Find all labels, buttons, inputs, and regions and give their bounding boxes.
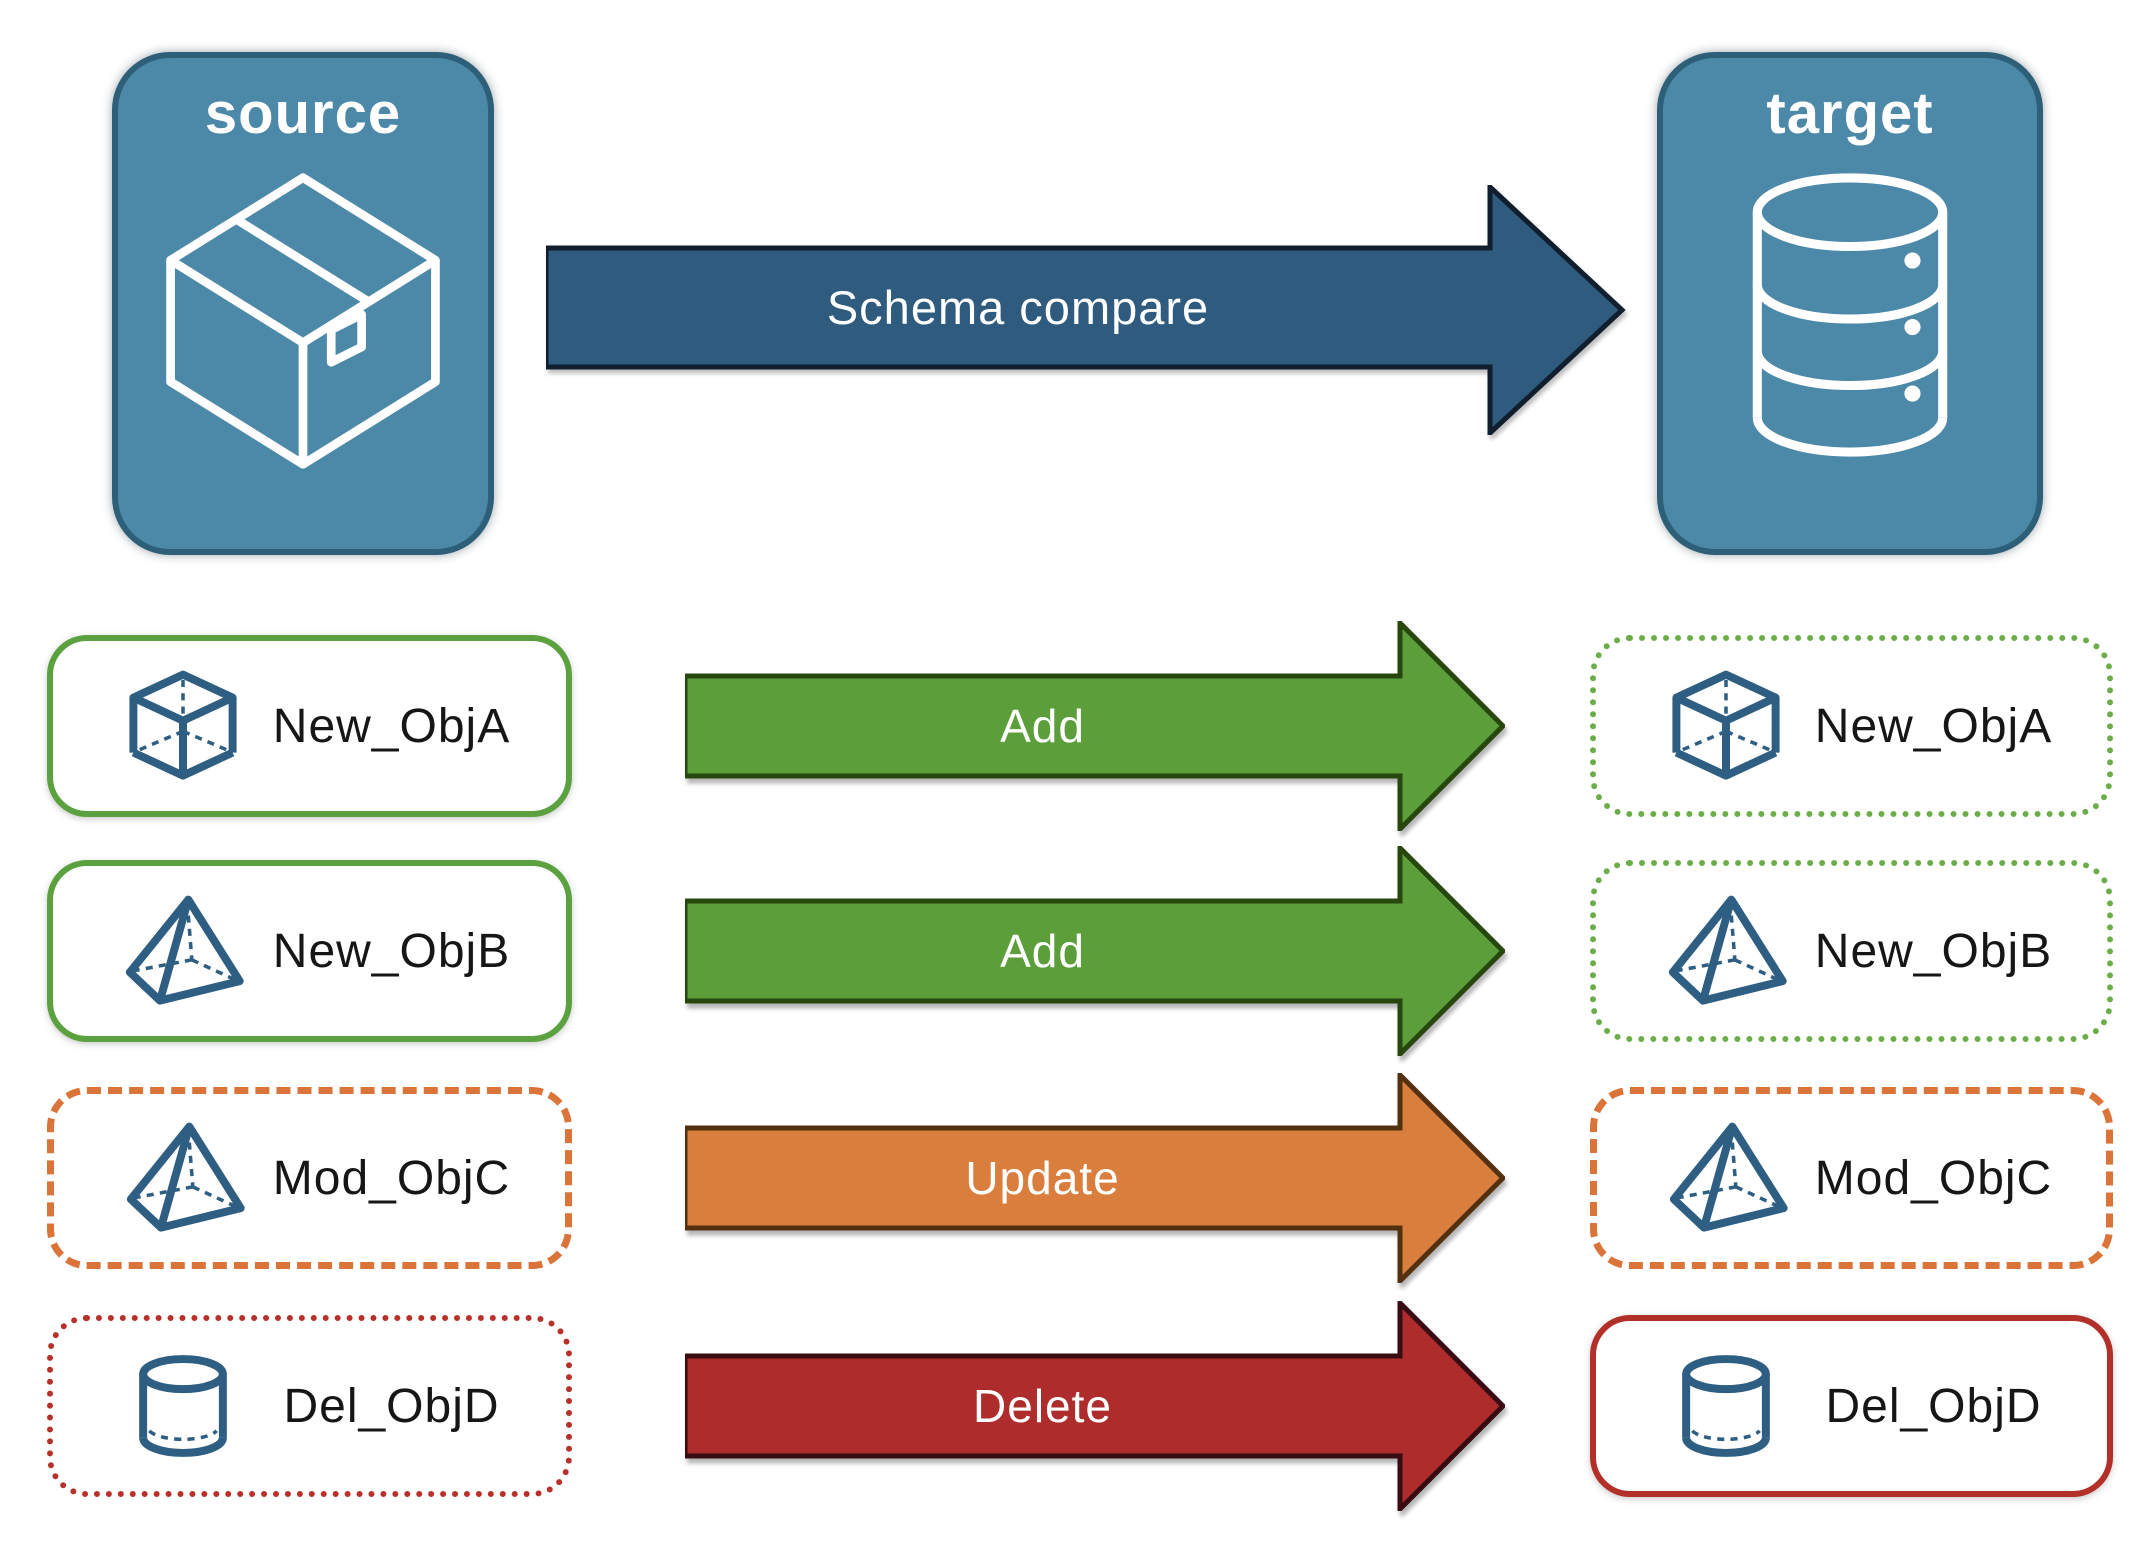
object-label: New_ObjA bbox=[272, 699, 511, 753]
source-object-new-objb: New_ObjB bbox=[47, 860, 572, 1042]
cylinder-icon bbox=[1664, 1344, 1788, 1468]
database-icon bbox=[1719, 156, 1981, 474]
target-title: target bbox=[1766, 81, 1934, 146]
object-label: Mod_ObjC bbox=[272, 1151, 511, 1205]
update-arrow-label: Update bbox=[965, 1152, 1120, 1204]
delete-arrow-label: Delete bbox=[973, 1380, 1112, 1432]
add-arrow-label: Add bbox=[1000, 925, 1085, 977]
source-node: source bbox=[112, 52, 494, 555]
pyramid-icon bbox=[1664, 889, 1788, 1013]
object-label: New_ObjB bbox=[1814, 924, 2053, 978]
object-label: Del_ObjD bbox=[1825, 1379, 2042, 1433]
schema-compare-label: Schema compare bbox=[826, 281, 1210, 334]
pyramid-icon bbox=[121, 889, 245, 1013]
delete-arrow-objd: Delete bbox=[685, 1301, 1505, 1511]
cube-icon bbox=[1664, 664, 1788, 788]
target-object-new-obja: New_ObjA bbox=[1590, 635, 2113, 817]
source-object-new-obja: New_ObjA bbox=[47, 635, 572, 817]
package-icon bbox=[148, 156, 458, 486]
pyramid-icon bbox=[1665, 1116, 1789, 1240]
target-object-del-objd: Del_ObjD bbox=[1590, 1315, 2113, 1497]
pyramid-icon bbox=[122, 1116, 246, 1240]
add-arrow-obja: Add bbox=[685, 621, 1505, 831]
object-label: New_ObjA bbox=[1814, 699, 2053, 753]
object-label: New_ObjB bbox=[272, 924, 511, 978]
target-object-new-objb: New_ObjB bbox=[1590, 860, 2113, 1042]
schema-compare-arrow: Schema compare bbox=[546, 185, 1626, 435]
source-object-del-objd: Del_ObjD bbox=[47, 1315, 572, 1497]
source-object-mod-objc: Mod_ObjC bbox=[47, 1087, 572, 1269]
update-arrow-objc: Update bbox=[685, 1073, 1505, 1283]
object-label: Mod_ObjC bbox=[1814, 1151, 2053, 1205]
add-arrow-shape bbox=[685, 846, 1505, 1056]
add-arrow-shape bbox=[685, 621, 1505, 831]
target-node: target bbox=[1657, 52, 2043, 555]
cylinder-icon bbox=[121, 1344, 245, 1468]
schema-compare-arrow-shape bbox=[546, 185, 1626, 435]
object-label: Del_ObjD bbox=[283, 1379, 500, 1433]
target-object-mod-objc: Mod_ObjC bbox=[1590, 1087, 2113, 1269]
delete-arrow-shape bbox=[685, 1301, 1505, 1511]
add-arrow-label: Add bbox=[1000, 700, 1085, 752]
update-arrow-shape bbox=[685, 1073, 1505, 1283]
add-arrow-objb: Add bbox=[685, 846, 1505, 1056]
cube-icon bbox=[121, 664, 245, 788]
source-title: source bbox=[204, 81, 402, 146]
